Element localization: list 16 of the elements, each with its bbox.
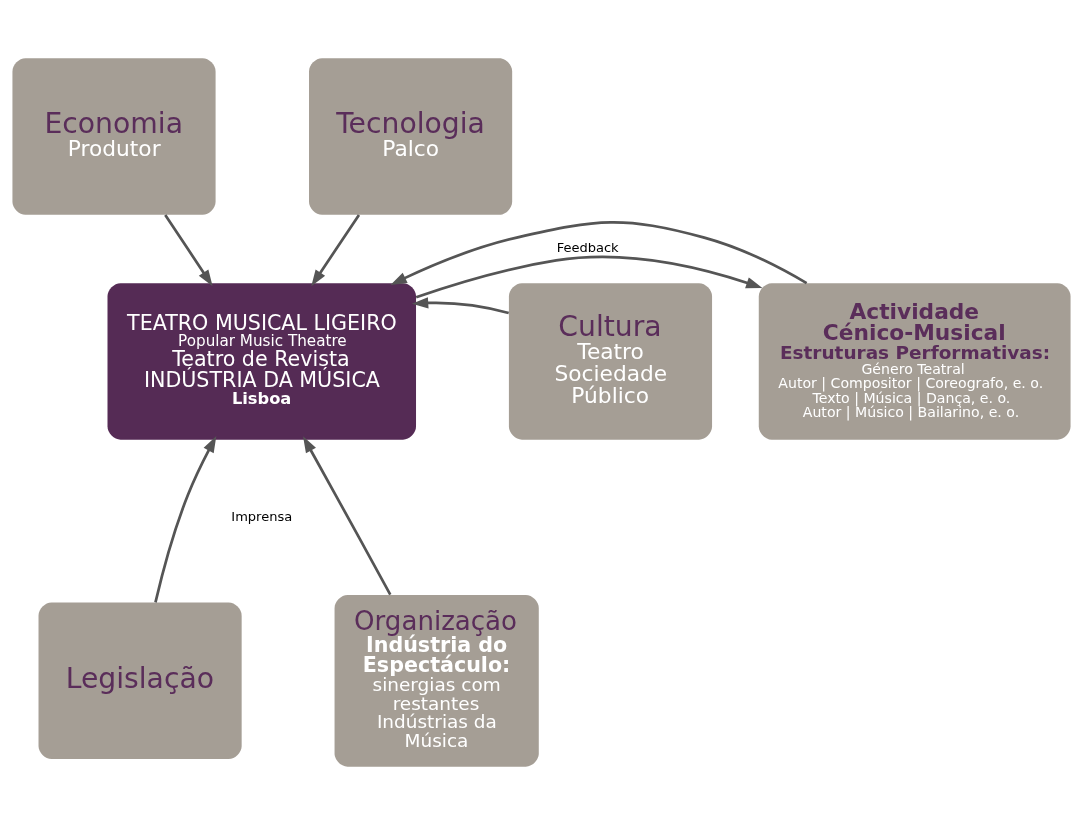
label: Imprensa	[231, 508, 293, 524]
arrow	[154, 435, 217, 603]
arrow	[390, 220, 808, 285]
arrow	[303, 435, 392, 595]
edge-label: Feedback	[556, 239, 619, 255]
arrow	[411, 296, 510, 314]
node-box: Legislação	[38, 602, 242, 759]
node-box: Cultura Teatro Sociedade Público	[508, 282, 713, 440]
arrow	[415, 255, 763, 298]
node-box: Tecnologia Palco	[309, 57, 513, 215]
node-box: Organização Indústria do Espectáculo: sinergias com restantes Indústrias da Música	[334, 594, 539, 767]
node-box: TEATRO MUSICAL LIGEIRO Popular Music Theatre Teatro de Revista INDÚSTRIA DA MÚSICA Lisboa	[107, 282, 417, 440]
node-box: Economia Produtor	[12, 57, 216, 215]
arrow	[311, 213, 361, 286]
node-box: Actividade Cénico-Musical Estruturas Performativas: Género Teatral Autor | Compositor | Coreografo, e. o. Texto | Música | Dança, e. o. Autor | Músico | Bailarino, e. o.	[758, 282, 1071, 440]
arrow	[164, 213, 213, 286]
